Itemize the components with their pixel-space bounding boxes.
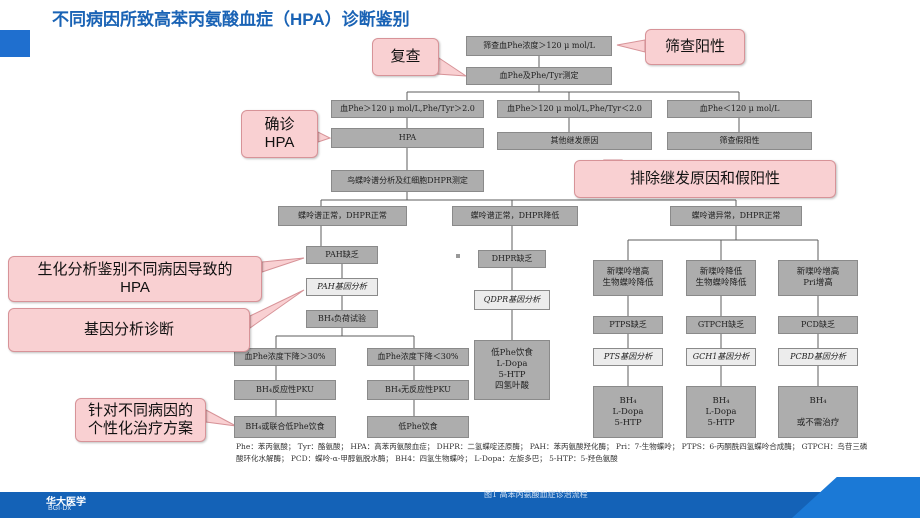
gtpch-pterin-node: 新喋呤降低 生物蝶呤降低	[686, 260, 756, 296]
bh4-responsive-node: BH₄反应性PKU	[234, 380, 336, 400]
callout-confirm-hpa: 确诊 HPA	[241, 110, 318, 158]
bh4-loading-node: BH₄负荷试验	[306, 310, 378, 328]
brand-logo-en: BGI·Dx	[48, 505, 71, 512]
drop-under-30-node: 血Phe浓度下降＜30%	[367, 348, 469, 366]
drop-over-30-node: 血Phe浓度下降＞30%	[234, 348, 336, 366]
pterin-dhpr-test-node: 鸟蝶呤谱分析及红细胞DHPR测定	[331, 170, 484, 192]
pterin-abnormal-node: 蝶呤谱异常，DHPR正常	[670, 206, 802, 226]
ptps-deficiency-node: PTPS缺乏	[593, 316, 663, 334]
callout-gene-diagnosis: 基因分析诊断	[8, 308, 250, 352]
pterin-normal-node: 蝶呤谱正常，DHPR正常	[278, 206, 407, 226]
pcbd-gene-node: PCBD基因分析	[778, 348, 858, 366]
slide-title: 不同病因所致高苯丙氨酸血症（HPA）诊断鉴别	[52, 10, 410, 29]
stray-marker	[456, 254, 460, 258]
dhpr-deficiency-node: DHPR缺乏	[478, 250, 546, 268]
pah-deficiency-node: PAH缺乏	[306, 246, 378, 264]
dhpr-low-node: 蝶呤谱正常，DHPR降低	[452, 206, 578, 226]
footer-bar	[0, 492, 920, 518]
callout-screen-positive: 筛查阳性	[645, 29, 745, 65]
phe-low-node: 血Phe＜120 μ mol/L	[667, 100, 812, 118]
phe-tyr-test-node: 血Phe及Phe/Tyr测定	[466, 67, 612, 85]
bh4-nonresponsive-node: BH₄无反应性PKU	[367, 380, 469, 400]
treatment-combo-node: BH₄或联合低Phe饮食	[234, 416, 336, 438]
callout-biochemical-analysis: 生化分析鉴别不同病因导致的 HPA	[8, 256, 262, 302]
gtpch-deficiency-node: GTPCH缺乏	[686, 316, 756, 334]
callout-exclude-secondary: 排除继发原因和假阳性	[574, 160, 836, 198]
callout-recheck: 复查	[372, 38, 439, 76]
title-accent-bar	[0, 30, 30, 57]
gtpch-treatment-node: BH₄ L-Dopa 5-HTP	[686, 386, 756, 438]
hpa-node: HPA	[331, 128, 484, 148]
treatment-low-phe-node: 低Phe饮食	[367, 416, 469, 438]
pcd-treatment-node: BH₄ 或不需治疗	[778, 386, 858, 438]
ptps-treatment-node: BH₄ L-Dopa 5-HTP	[593, 386, 663, 438]
secondary-cause-node: 其他继发原因	[497, 132, 652, 150]
ratio-low-node: 血Phe＞120 μ mol/L,Phe/Tyr＜2.0	[497, 100, 652, 118]
qdpr-gene-node: QDPR基因分析	[474, 290, 550, 310]
figure-caption: 图1 高苯丙氨酸血症诊治流程	[484, 490, 588, 499]
dhpr-treatment-node: 低Phe饮食 L-Dopa 5-HTP 四氢叶酸	[474, 340, 550, 400]
false-positive-node: 筛查假阳性	[667, 132, 812, 150]
abbreviation-legend: Phe：苯丙氨酸； Tyr：酪氨酸； HPA：高苯丙氨酸血症； DHPR：二氢蝶…	[236, 442, 868, 463]
callout-personalized-treatment: 针对不同病因的 个性化治疗方案	[75, 398, 206, 442]
pts-gene-node: PTS基因分析	[593, 348, 663, 366]
ratio-high-node: 血Phe＞120 μ mol/L,Phe/Tyr＞2.0	[331, 100, 484, 118]
gch1-gene-node: GCH1基因分析	[686, 348, 756, 366]
screening-node: 筛查血Phe浓度＞120 μ mol/L	[466, 36, 612, 56]
brand-logo-cn: 华大医学	[46, 497, 86, 508]
ptps-pterin-node: 新喋呤增高 生物蝶呤降低	[593, 260, 663, 296]
pah-gene-node: PAH基因分析	[306, 278, 378, 296]
pcd-deficiency-node: PCD缺乏	[778, 316, 858, 334]
pcd-pterin-node: 新喋呤增高 Pri增高	[778, 260, 858, 296]
